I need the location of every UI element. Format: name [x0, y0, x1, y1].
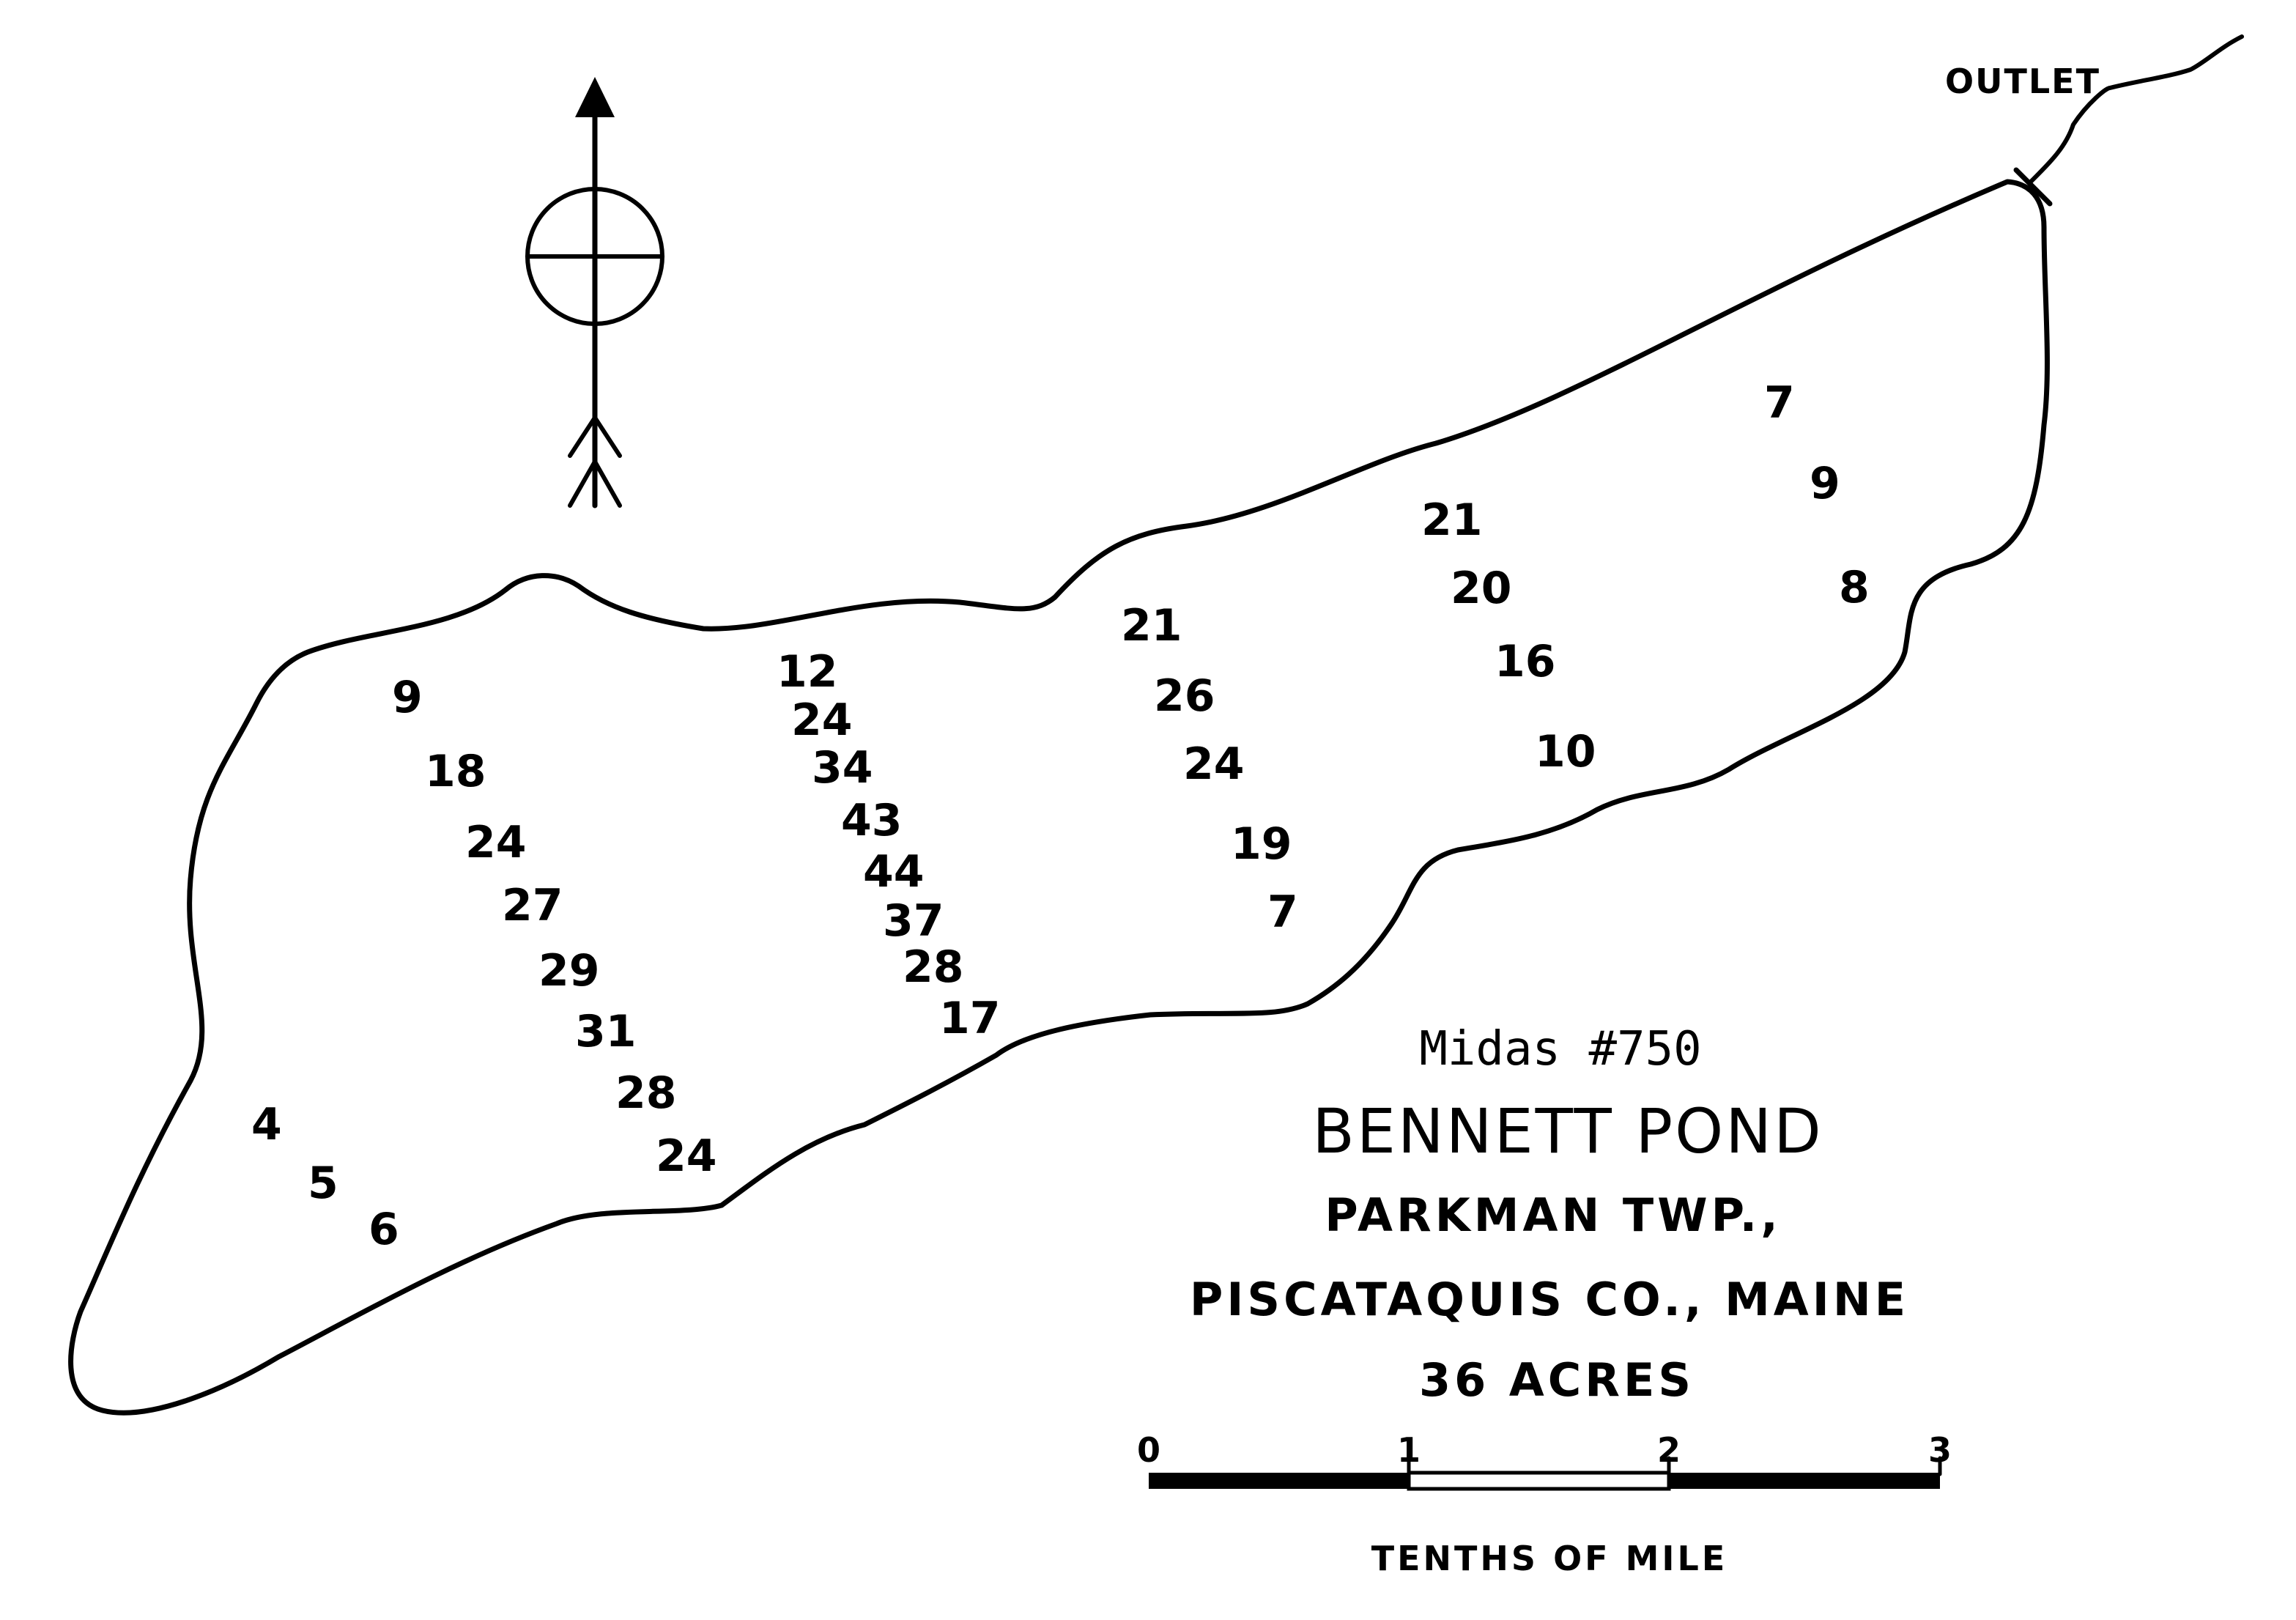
- scale-bar: 0 1 2 3 TENTHS OF MILE: [1137, 1430, 1952, 1578]
- depth-label: 5: [308, 1158, 338, 1209]
- depth-label: 8: [1839, 562, 1870, 613]
- depth-label: 6: [369, 1204, 399, 1255]
- scale-tick-label: 1: [1397, 1430, 1421, 1470]
- depth-label: 19: [1231, 818, 1292, 870]
- depth-label: 16: [1495, 636, 1556, 687]
- depth-label: 9: [392, 672, 423, 723]
- north-arrow-icon: [525, 77, 664, 508]
- depth-soundings: 7 9 8 21 20 16 10 21 26 24 19 7 12 24 34…: [251, 377, 1870, 1255]
- midas-number: Midas #750: [1419, 1022, 1701, 1076]
- title-block: Midas #750 BENNETT POND PARKMAN TWP., PI…: [1190, 1022, 1909, 1407]
- depth-label: 20: [1451, 563, 1512, 614]
- depth-label: 18: [425, 746, 486, 797]
- pond-name: BENNETT POND: [1312, 1095, 1823, 1167]
- pond-shoreline: [68, 179, 2050, 1416]
- depth-label: 24: [791, 695, 853, 746]
- depth-label: 21: [1421, 495, 1483, 546]
- depth-label: 44: [863, 846, 925, 898]
- depth-label: 28: [903, 942, 964, 993]
- depth-label: 34: [812, 742, 873, 794]
- depth-label: 29: [538, 945, 600, 996]
- depth-label: 31: [575, 1006, 637, 1057]
- depth-label: 26: [1154, 670, 1215, 722]
- scale-units: TENTHS OF MILE: [1371, 1539, 1728, 1578]
- depth-label: 24: [1183, 739, 1245, 790]
- depth-label: 12: [777, 646, 838, 698]
- depth-label: 24: [656, 1131, 717, 1182]
- area: 36 ACRES: [1419, 1353, 1695, 1407]
- depth-label: 21: [1121, 600, 1182, 651]
- outlet-label: OUTLET: [1945, 62, 2100, 101]
- scale-tick-label: 0: [1137, 1430, 1160, 1470]
- depth-label: 7: [1764, 377, 1795, 429]
- depth-label: 28: [615, 1068, 677, 1119]
- scale-tick-label: 3: [1928, 1430, 1952, 1470]
- depth-label: 9: [1810, 458, 1840, 509]
- depth-label: 37: [883, 895, 944, 947]
- depth-label: 43: [841, 795, 903, 846]
- county-state: PISCATAQUIS CO., MAINE: [1190, 1273, 1909, 1326]
- outlet-stream: [2029, 34, 2244, 184]
- depth-label: 4: [251, 1099, 282, 1150]
- depth-label: 10: [1535, 726, 1596, 777]
- scale-tick-label: 2: [1657, 1430, 1681, 1470]
- depth-label: 17: [939, 993, 1001, 1044]
- depth-label: 7: [1267, 887, 1298, 938]
- depth-label: 24: [465, 817, 527, 868]
- outlet-dam-mark: [2013, 167, 2053, 207]
- depth-label: 27: [502, 880, 563, 931]
- township: PARKMAN TWP.,: [1325, 1188, 1782, 1242]
